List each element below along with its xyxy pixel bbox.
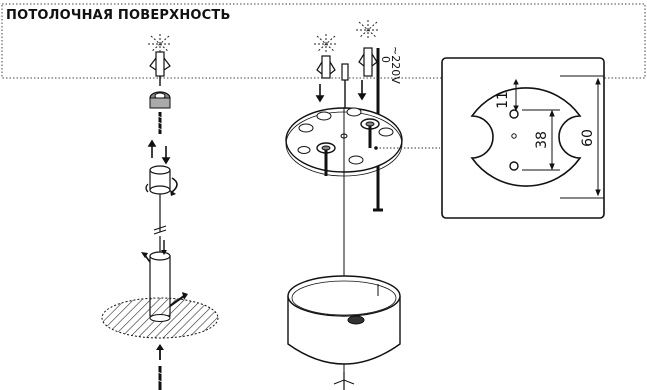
drill-point-left-icon (314, 34, 338, 54)
voltage-label: ~220V (389, 46, 402, 84)
suspension-rod-icon (153, 194, 167, 252)
ceiling-hatch-area (101, 297, 219, 339)
bottom-arrow-icon (156, 344, 164, 360)
direction-arrows-icon (147, 139, 171, 165)
wall-plug-icon (149, 51, 171, 86)
wall-plug-left-icon (316, 55, 336, 79)
ceiling-cap-icon (149, 91, 171, 109)
bottom-screw-icon (156, 366, 164, 390)
detail-hole-center (511, 133, 517, 139)
dimension-diameter-label: 60 (580, 129, 596, 147)
plate-screws-icon (321, 121, 375, 176)
ceiling-surface-label: ПОТОЛОЧНАЯ ПОВЕРХНОСТЬ (6, 8, 231, 23)
left-assembly (101, 34, 219, 390)
screw-icon (156, 112, 164, 134)
dimension-spacing-label: 38 (534, 131, 550, 149)
down-arrows-icon (315, 80, 367, 103)
dimension-38 (522, 109, 560, 171)
canopy-cup-icon (287, 275, 401, 390)
drill-point-icon (148, 34, 172, 54)
dimension-60 (560, 75, 604, 199)
detail-zoom-box: 11 38 60 (441, 57, 605, 219)
side-screw-icon (169, 292, 188, 307)
dimension-offset-label: 11 (495, 91, 511, 109)
collar-connector-icon (145, 165, 178, 196)
polarity-label: 0 (379, 56, 392, 63)
wall-plug-right-icon (358, 47, 378, 77)
dimension-11 (513, 78, 519, 112)
detail-hole-top (509, 109, 519, 119)
drill-point-right-icon (356, 20, 380, 40)
middle-assembly: 0 ~220V (285, 20, 440, 390)
center-hook-icon (341, 63, 349, 108)
detail-hole-bottom (509, 161, 519, 171)
